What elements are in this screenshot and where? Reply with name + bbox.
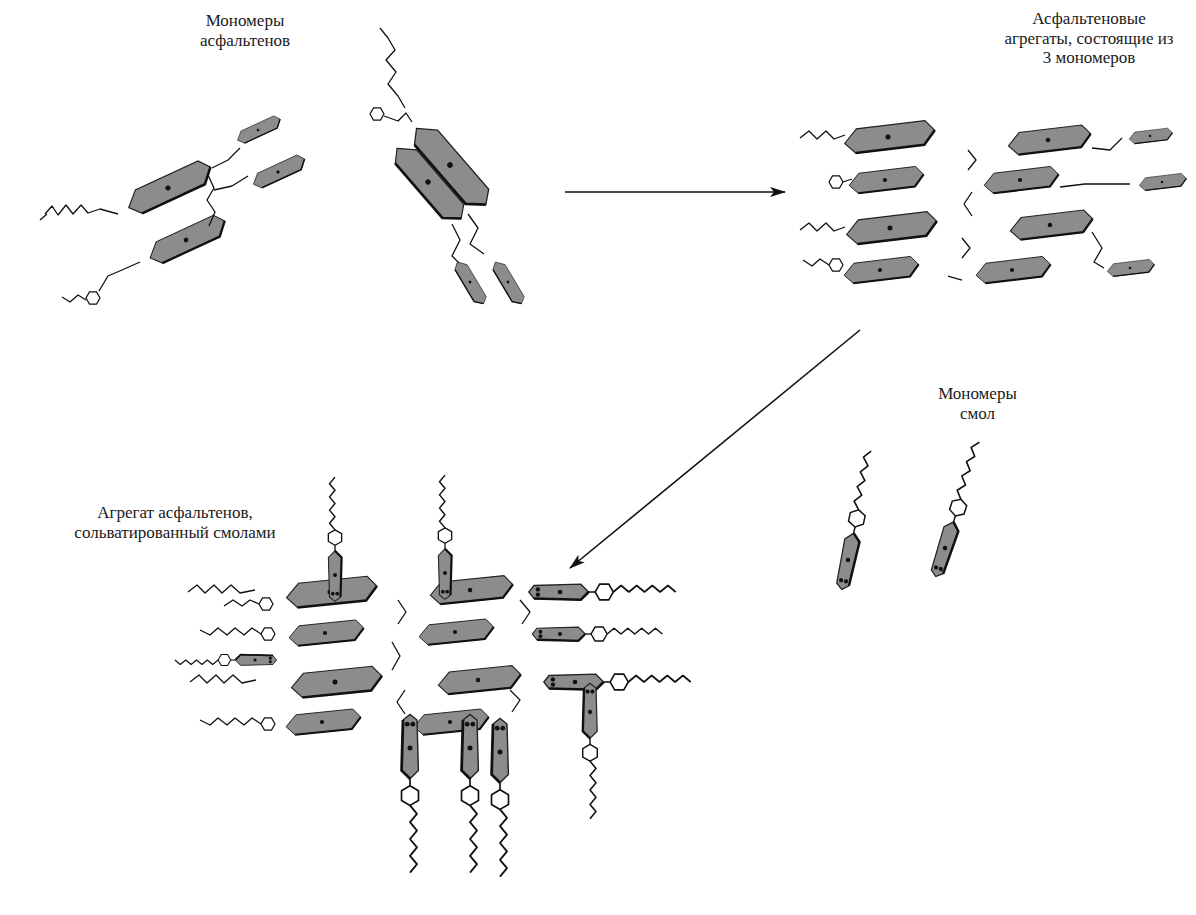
asphaltene-aggregate-part <box>1107 259 1155 277</box>
solvated-aggregate-part <box>532 627 662 641</box>
asphaltene-aggregate-part <box>845 211 938 245</box>
asphaltene-aggregate-part <box>964 192 972 216</box>
solvated-aggregate-part <box>224 600 259 606</box>
solvated-aggregate-part <box>438 475 451 599</box>
asphaltene-monomer-part <box>452 258 488 308</box>
asphaltene-monomer-part <box>380 28 388 38</box>
stage-group: Асфальтеновые агрегаты, состоящие из 3 м… <box>785 5 1190 330</box>
asphaltene-monomer-part <box>62 295 86 302</box>
stage-label: Агрегат асфальтенов, сольватированный см… <box>55 503 295 542</box>
solvated-aggregate-part <box>510 690 520 712</box>
asphaltene-aggregate-part <box>803 259 829 266</box>
asphaltene-aggregate-part <box>1092 232 1104 268</box>
asphaltene-monomer-part <box>468 214 484 254</box>
asphaltene-aggregate-part <box>1060 184 1130 187</box>
solvated-aggregate-part <box>261 718 275 730</box>
asphaltene-aggregate-part <box>1139 173 1187 191</box>
asphaltene-monomer-part <box>99 262 140 291</box>
stage-label: Мономеры смол <box>930 384 1025 423</box>
solvated-aggregate-part <box>529 584 676 600</box>
solvated-aggregate-part <box>200 628 261 635</box>
solvated-aggregate-part <box>544 674 691 690</box>
solvated-aggregate-part <box>492 718 509 876</box>
solvated-aggregate-part <box>392 642 400 670</box>
solvated-aggregate-part <box>200 718 261 725</box>
stage-label: Мономеры асфальтенов <box>190 11 300 50</box>
asphaltene-aggregate-part <box>1129 128 1173 144</box>
asphaltene-monomer-part <box>234 114 283 145</box>
solvated-aggregate-part <box>175 655 277 666</box>
asphaltene-monomer-part <box>452 224 462 266</box>
solvated-aggregate-part <box>398 600 406 624</box>
asphaltene-aggregate-part <box>1007 124 1092 155</box>
resin-monomer <box>929 440 987 579</box>
asphaltene-aggregate-part <box>843 179 852 182</box>
asphaltene-monomer-part <box>122 158 217 218</box>
asphaltene-aggregate-part <box>968 150 976 170</box>
solvated-aggregate-part <box>583 683 598 819</box>
asphaltene-monomer-part <box>370 108 384 120</box>
solvated-aggregate-part <box>437 665 521 695</box>
solvated-aggregate-part <box>259 598 273 610</box>
asphaltene-aggregate-part <box>843 120 936 154</box>
resin-monomer-part <box>929 440 987 579</box>
asphaltene-monomer-part <box>40 214 47 220</box>
asphaltene-monomer-part <box>384 113 412 122</box>
stage-group: Мономеры асфальтенов <box>40 5 565 310</box>
asphaltene-aggregate-part <box>800 223 845 231</box>
asphaltene-monomer-part <box>249 153 308 190</box>
stage-group: Агрегат асфальтенов, сольватированный см… <box>5 495 570 910</box>
asphaltene-aggregate-part <box>843 256 919 284</box>
solvated-aggregate-part <box>261 628 275 640</box>
asphaltene-monomer-part <box>86 292 100 304</box>
asphaltene-aggregate-part <box>1092 138 1122 150</box>
solvated-aggregate-part <box>413 709 489 736</box>
asphaltene-monomer <box>40 114 309 304</box>
asphaltene-monomer-part <box>386 38 405 108</box>
asphaltene-monomer-part <box>212 148 240 168</box>
asphaltene-monomer-part <box>144 212 230 266</box>
solvated-aggregate-part <box>190 675 256 683</box>
flow-arrow <box>565 191 785 193</box>
asphaltene-aggregate-part <box>829 176 843 188</box>
resin-monomer-part <box>834 450 878 591</box>
solvated-aggregate-part <box>188 585 255 593</box>
asphaltene-monomer-part <box>45 205 118 215</box>
stage-group: Мономеры смол <box>830 378 1060 598</box>
asphaltene-aggregate-part <box>962 238 970 258</box>
asphaltene-aggregate-part <box>983 166 1059 194</box>
asphaltene-aggregate-part <box>829 259 843 271</box>
asphaltene-aggregate-part <box>948 276 962 280</box>
asphaltene-aggregate-part <box>800 131 845 139</box>
asphaltene-monomer <box>370 28 527 308</box>
solvated-aggregate-part <box>462 714 479 872</box>
solvated-aggregate-part <box>418 619 494 646</box>
resin-monomer <box>834 450 878 591</box>
solvated-aggregate-part <box>291 666 383 698</box>
asphaltene-monomer-part <box>207 175 215 226</box>
asphaltene-aggregate-part <box>848 166 924 194</box>
stage-label: Асфальтеновые агрегаты, состоящие из 3 м… <box>1004 9 1174 68</box>
asphaltene-monomer-part <box>389 137 470 229</box>
flow-arrow <box>570 330 860 568</box>
solvated-aggregate-part <box>397 690 405 714</box>
solvated-aggregate-part <box>288 620 364 647</box>
solvated-aggregate-part <box>285 709 361 736</box>
asphaltene-monomer-part <box>214 176 248 190</box>
solvated-aggregate-part <box>520 600 530 624</box>
asphaltene-monomer-part <box>490 258 526 308</box>
solvated-aggregate-part <box>402 714 419 872</box>
solvated-aggregate-part <box>328 477 341 601</box>
asphaltene-aggregate-part <box>975 256 1051 284</box>
asphaltene-aggregate <box>800 120 1187 284</box>
asphaltene-aggregate-part <box>1009 209 1094 240</box>
